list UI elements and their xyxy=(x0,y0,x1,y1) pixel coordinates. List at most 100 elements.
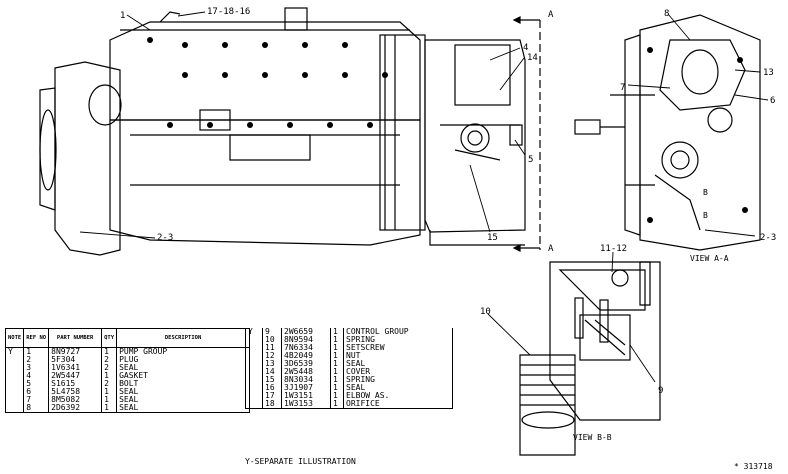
table-cell xyxy=(4,364,24,372)
table-cell: 11 xyxy=(262,344,282,352)
header-ref-no: REF NO xyxy=(23,328,49,348)
table-cell: 8N9727 xyxy=(48,347,102,356)
view-bb-illustration xyxy=(519,261,661,456)
callout-13: 13 xyxy=(763,68,774,78)
section-line-a xyxy=(512,16,541,252)
table-cell: Y xyxy=(245,328,263,336)
table-cell xyxy=(245,392,263,400)
main-pump-illustration xyxy=(39,7,526,256)
view-aa-illustration xyxy=(574,14,761,251)
parts-table-left: NOTE REF NO PART NUMBER QTY DESCRIPTION … xyxy=(4,328,251,413)
callout-4: 4 xyxy=(523,43,528,53)
table-cell: SEAL xyxy=(343,360,453,368)
table-cell: ORIFICE xyxy=(343,400,453,409)
table-cell: COVER xyxy=(343,368,453,376)
table-cell xyxy=(245,344,263,352)
table-cell: 4B2049 xyxy=(281,352,331,360)
table-cell: SPRING xyxy=(343,336,453,344)
table-cell xyxy=(245,336,263,344)
table-cell: 2W6659 xyxy=(281,328,331,336)
table-cell: 1W3153 xyxy=(281,400,331,409)
section-a-top-label: A xyxy=(548,10,554,20)
table-cell: 1 xyxy=(330,344,344,352)
table-cell xyxy=(4,396,24,404)
table-cell: 8M5082 xyxy=(48,396,102,404)
table-cell: 8 xyxy=(23,404,49,413)
table-cell: 1 xyxy=(101,396,117,404)
table-cell: 13 xyxy=(262,360,282,368)
table-cell: 5 xyxy=(23,380,49,388)
table-cell: NUT xyxy=(343,352,453,360)
table-cell: 3 xyxy=(23,364,49,372)
table-cell: 4 xyxy=(23,372,49,380)
table-cell: 9 xyxy=(262,328,282,336)
table-cell: 2 xyxy=(101,364,117,372)
table-cell: 1 xyxy=(330,368,344,376)
table-cell xyxy=(245,376,263,384)
callout-6: 6 xyxy=(770,96,775,106)
table-cell: 5L4758 xyxy=(48,388,102,396)
table-cell: 2W5447 xyxy=(48,372,102,380)
callout-1: 1 xyxy=(120,11,125,21)
table-cell: 1 xyxy=(23,347,49,356)
table-cell: S1615 xyxy=(48,380,102,388)
table-cell: 16 xyxy=(262,384,282,392)
table-cell: 1 xyxy=(330,336,344,344)
callout-14: 14 xyxy=(527,53,538,63)
callout-2-3-right: 2-3 xyxy=(760,233,776,243)
table-cell xyxy=(4,372,24,380)
callout-8: 8 xyxy=(664,9,669,19)
table-cell xyxy=(245,400,263,409)
callout-10: 10 xyxy=(480,307,491,317)
table-cell xyxy=(245,360,263,368)
caption: Y-SEPARATE ILLUSTRATION xyxy=(245,457,356,466)
table-cell: 5F304 xyxy=(48,356,102,364)
table-cell: 2D6392 xyxy=(48,404,102,413)
section-a-bottom-label: A xyxy=(548,244,554,254)
callout-2-3-left: 2-3 xyxy=(157,233,173,243)
table-cell: SEAL xyxy=(116,404,251,413)
callout-15: 15 xyxy=(487,233,498,243)
table-cell: 1 xyxy=(101,372,117,380)
table-cell: 1 xyxy=(101,388,117,396)
table-cell: CONTROL GROUP xyxy=(343,328,453,336)
header-part-number: PART NUMBER xyxy=(48,328,102,348)
table-cell: ELBOW AS. xyxy=(343,392,453,400)
header-description: DESCRIPTION xyxy=(116,328,251,348)
table-cell: 1 xyxy=(330,376,344,384)
table-cell: 18 xyxy=(262,400,282,409)
table-cell: 1 xyxy=(330,400,344,409)
table-cell: 6 xyxy=(23,388,49,396)
table-cell: 1 xyxy=(330,392,344,400)
section-b-bottom-label: B xyxy=(703,211,708,220)
callout-11-12: 11-12 xyxy=(600,244,627,254)
table-cell: 15 xyxy=(262,376,282,384)
table-cell: 1 xyxy=(330,384,344,392)
table-cell: 2 xyxy=(101,380,117,388)
table-cell: 17 xyxy=(262,392,282,400)
table-cell: 1V6341 xyxy=(48,364,102,372)
table-cell xyxy=(4,388,24,396)
view-aa-label: VIEW A-A xyxy=(690,254,729,263)
table-cell xyxy=(4,404,24,413)
table-cell: 1 xyxy=(330,352,344,360)
table-cell: 8N9594 xyxy=(281,336,331,344)
table-cell: 1 xyxy=(330,360,344,368)
table-cell: 12 xyxy=(262,352,282,360)
